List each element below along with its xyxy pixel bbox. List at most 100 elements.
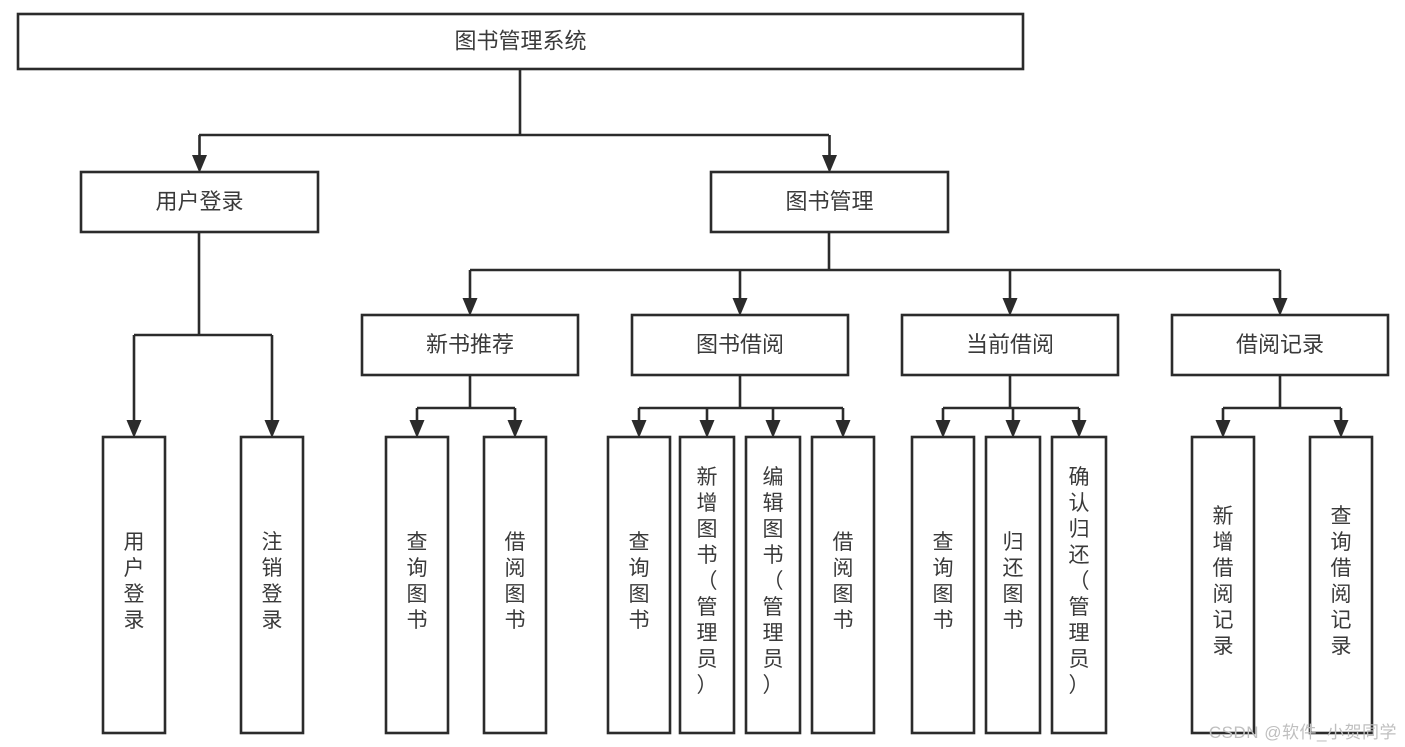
node-label-leaf-borrow-book: 借阅图书 bbox=[833, 531, 854, 632]
node-leaf-borrow-book[interactable]: 借阅图书 bbox=[810, 435, 876, 735]
node-box-leaf-query-book-current[interactable] bbox=[910, 435, 976, 735]
node-label-leaf-return-book: 归还图书 bbox=[1003, 531, 1024, 632]
arrow-head-icon bbox=[835, 420, 851, 438]
connector-leg-borrow-record bbox=[1272, 270, 1288, 316]
node-borrow-record[interactable]: 借阅记录 bbox=[1170, 313, 1390, 377]
node-box-leaf-query-borrow-record[interactable] bbox=[1308, 435, 1374, 735]
node-leaf-user-login[interactable]: 用户登录 bbox=[101, 435, 167, 735]
arrow-head-icon bbox=[409, 420, 425, 438]
arrow-head-icon bbox=[732, 298, 748, 316]
node-label-leaf-edit-book-admin: 编辑图书（管理员） bbox=[763, 466, 784, 697]
arrow-head-icon bbox=[1005, 420, 1021, 438]
connector-bus-current-borrow bbox=[943, 375, 1079, 410]
arrow-head-icon bbox=[1333, 420, 1349, 438]
node-leaf-user-logout[interactable]: 注销登录 bbox=[239, 435, 305, 735]
node-label-leaf-confirm-return-admin: 确认归还（管理员） bbox=[1069, 466, 1090, 697]
node-box-current-borrow[interactable] bbox=[900, 313, 1120, 377]
node-leaf-borrow-book-recommend[interactable]: 借阅图书 bbox=[482, 435, 548, 735]
node-book-management[interactable]: 图书管理 bbox=[709, 170, 950, 234]
node-box-leaf-return-book[interactable] bbox=[984, 435, 1042, 735]
connector-leg-new-book-recommend bbox=[462, 270, 478, 316]
node-box-leaf-borrow-book-recommend[interactable] bbox=[482, 435, 548, 735]
node-box-leaf-add-borrow-record[interactable] bbox=[1190, 435, 1256, 735]
node-label-current-borrow: 当前借阅 bbox=[966, 332, 1054, 357]
node-label-leaf-add-borrow-record: 新增借阅记录 bbox=[1213, 505, 1234, 658]
node-label-borrow-record: 借阅记录 bbox=[1236, 332, 1324, 357]
node-box-leaf-query-book-borrow[interactable] bbox=[606, 435, 672, 735]
node-box-leaf-edit-book-admin[interactable] bbox=[744, 435, 802, 735]
node-leaf-query-book-current[interactable]: 查询图书 bbox=[910, 435, 976, 735]
arrow-head-icon bbox=[765, 420, 781, 438]
connector-bus-book-borrow bbox=[639, 375, 843, 410]
node-leaf-query-book-borrow[interactable]: 查询图书 bbox=[606, 435, 672, 735]
node-leaf-add-borrow-record[interactable]: 新增借阅记录 bbox=[1190, 435, 1256, 735]
connector-bus-root bbox=[199, 69, 829, 137]
node-box-leaf-user-login[interactable] bbox=[101, 435, 167, 735]
node-box-user-login[interactable] bbox=[79, 170, 320, 234]
node-box-leaf-query-book-recommend[interactable] bbox=[384, 435, 450, 735]
connector-leg-leaf-borrow-book bbox=[835, 408, 851, 438]
node-leaf-confirm-return-admin[interactable]: 确认归还（管理员） bbox=[1050, 435, 1108, 735]
node-leaf-return-book[interactable]: 归还图书 bbox=[984, 435, 1042, 735]
node-current-borrow[interactable]: 当前借阅 bbox=[900, 313, 1120, 377]
node-label-leaf-user-logout: 注销登录 bbox=[262, 531, 283, 632]
connector-leg-leaf-return-book bbox=[1005, 408, 1021, 438]
node-label-root: 图书管理系统 bbox=[454, 28, 586, 53]
node-box-leaf-confirm-return-admin[interactable] bbox=[1050, 435, 1108, 735]
node-box-leaf-add-book-admin[interactable] bbox=[678, 435, 736, 735]
arrow-head-icon bbox=[1215, 420, 1231, 438]
connector-bus-borrow-record bbox=[1223, 375, 1341, 410]
node-label-leaf-user-login: 用户登录 bbox=[124, 531, 145, 632]
connector-leg-leaf-user-login bbox=[126, 335, 142, 438]
node-box-book-management[interactable] bbox=[709, 170, 950, 234]
node-box-root[interactable] bbox=[16, 12, 1025, 71]
arrow-head-icon bbox=[1071, 420, 1087, 438]
node-layer: 图书管理系统用户登录图书管理新书推荐图书借阅当前借阅借阅记录用户登录注销登录查询… bbox=[16, 12, 1390, 735]
connector-bus-user-login bbox=[134, 232, 272, 337]
node-label-leaf-query-book-current: 查询图书 bbox=[933, 531, 954, 632]
node-leaf-query-book-recommend[interactable]: 查询图书 bbox=[384, 435, 450, 735]
node-leaf-query-borrow-record[interactable]: 查询借阅记录 bbox=[1308, 435, 1374, 735]
node-label-book-borrow: 图书借阅 bbox=[696, 332, 784, 357]
node-root[interactable]: 图书管理系统 bbox=[16, 12, 1025, 71]
node-box-leaf-user-logout[interactable] bbox=[239, 435, 305, 735]
node-box-book-borrow[interactable] bbox=[630, 313, 850, 377]
node-label-leaf-borrow-book-recommend: 借阅图书 bbox=[505, 531, 526, 632]
csdn-watermark: CSDN @软件_小贺同学 bbox=[1208, 723, 1397, 742]
connector-leg-leaf-user-logout bbox=[264, 335, 280, 438]
node-label-user-login: 用户登录 bbox=[155, 189, 243, 214]
arrow-head-icon bbox=[631, 420, 647, 438]
node-label-book-management: 图书管理 bbox=[785, 189, 873, 214]
connector-leg-leaf-query-book-borrow bbox=[631, 408, 647, 438]
node-box-borrow-record[interactable] bbox=[1170, 313, 1390, 377]
node-label-new-book-recommend: 新书推荐 bbox=[426, 332, 514, 357]
connector-leg-book-management bbox=[822, 135, 837, 173]
node-leaf-edit-book-admin[interactable]: 编辑图书（管理员） bbox=[744, 435, 802, 735]
connector-bus-new-book-recommend bbox=[417, 375, 515, 410]
arrow-head-icon bbox=[1272, 298, 1288, 316]
node-label-leaf-query-book-recommend: 查询图书 bbox=[407, 531, 428, 632]
arrow-head-icon bbox=[1002, 298, 1018, 316]
arrow-head-icon bbox=[462, 298, 478, 316]
node-new-book-recommend[interactable]: 新书推荐 bbox=[360, 313, 580, 377]
node-label-leaf-add-book-admin: 新增图书（管理员） bbox=[697, 466, 718, 697]
node-book-borrow[interactable]: 图书借阅 bbox=[630, 313, 850, 377]
connector-layer bbox=[126, 69, 1349, 438]
node-user-login[interactable]: 用户登录 bbox=[79, 170, 320, 234]
connector-leg-current-borrow bbox=[1002, 270, 1018, 316]
node-box-leaf-borrow-book[interactable] bbox=[810, 435, 876, 735]
connector-leg-user-login bbox=[192, 135, 207, 173]
node-leaf-add-book-admin[interactable]: 新增图书（管理员） bbox=[678, 435, 736, 735]
arrow-head-icon bbox=[264, 420, 280, 438]
arrow-head-icon bbox=[192, 155, 207, 173]
connector-leg-leaf-confirm-return-admin bbox=[1071, 408, 1087, 438]
arrow-head-icon bbox=[699, 420, 715, 438]
arrow-head-icon bbox=[126, 420, 142, 438]
arrow-head-icon bbox=[507, 420, 523, 438]
connector-leg-leaf-query-book-recommend bbox=[409, 408, 425, 438]
node-box-new-book-recommend[interactable] bbox=[360, 313, 580, 377]
connector-leg-leaf-query-book-current bbox=[935, 408, 951, 438]
connector-leg-book-borrow bbox=[732, 270, 748, 316]
